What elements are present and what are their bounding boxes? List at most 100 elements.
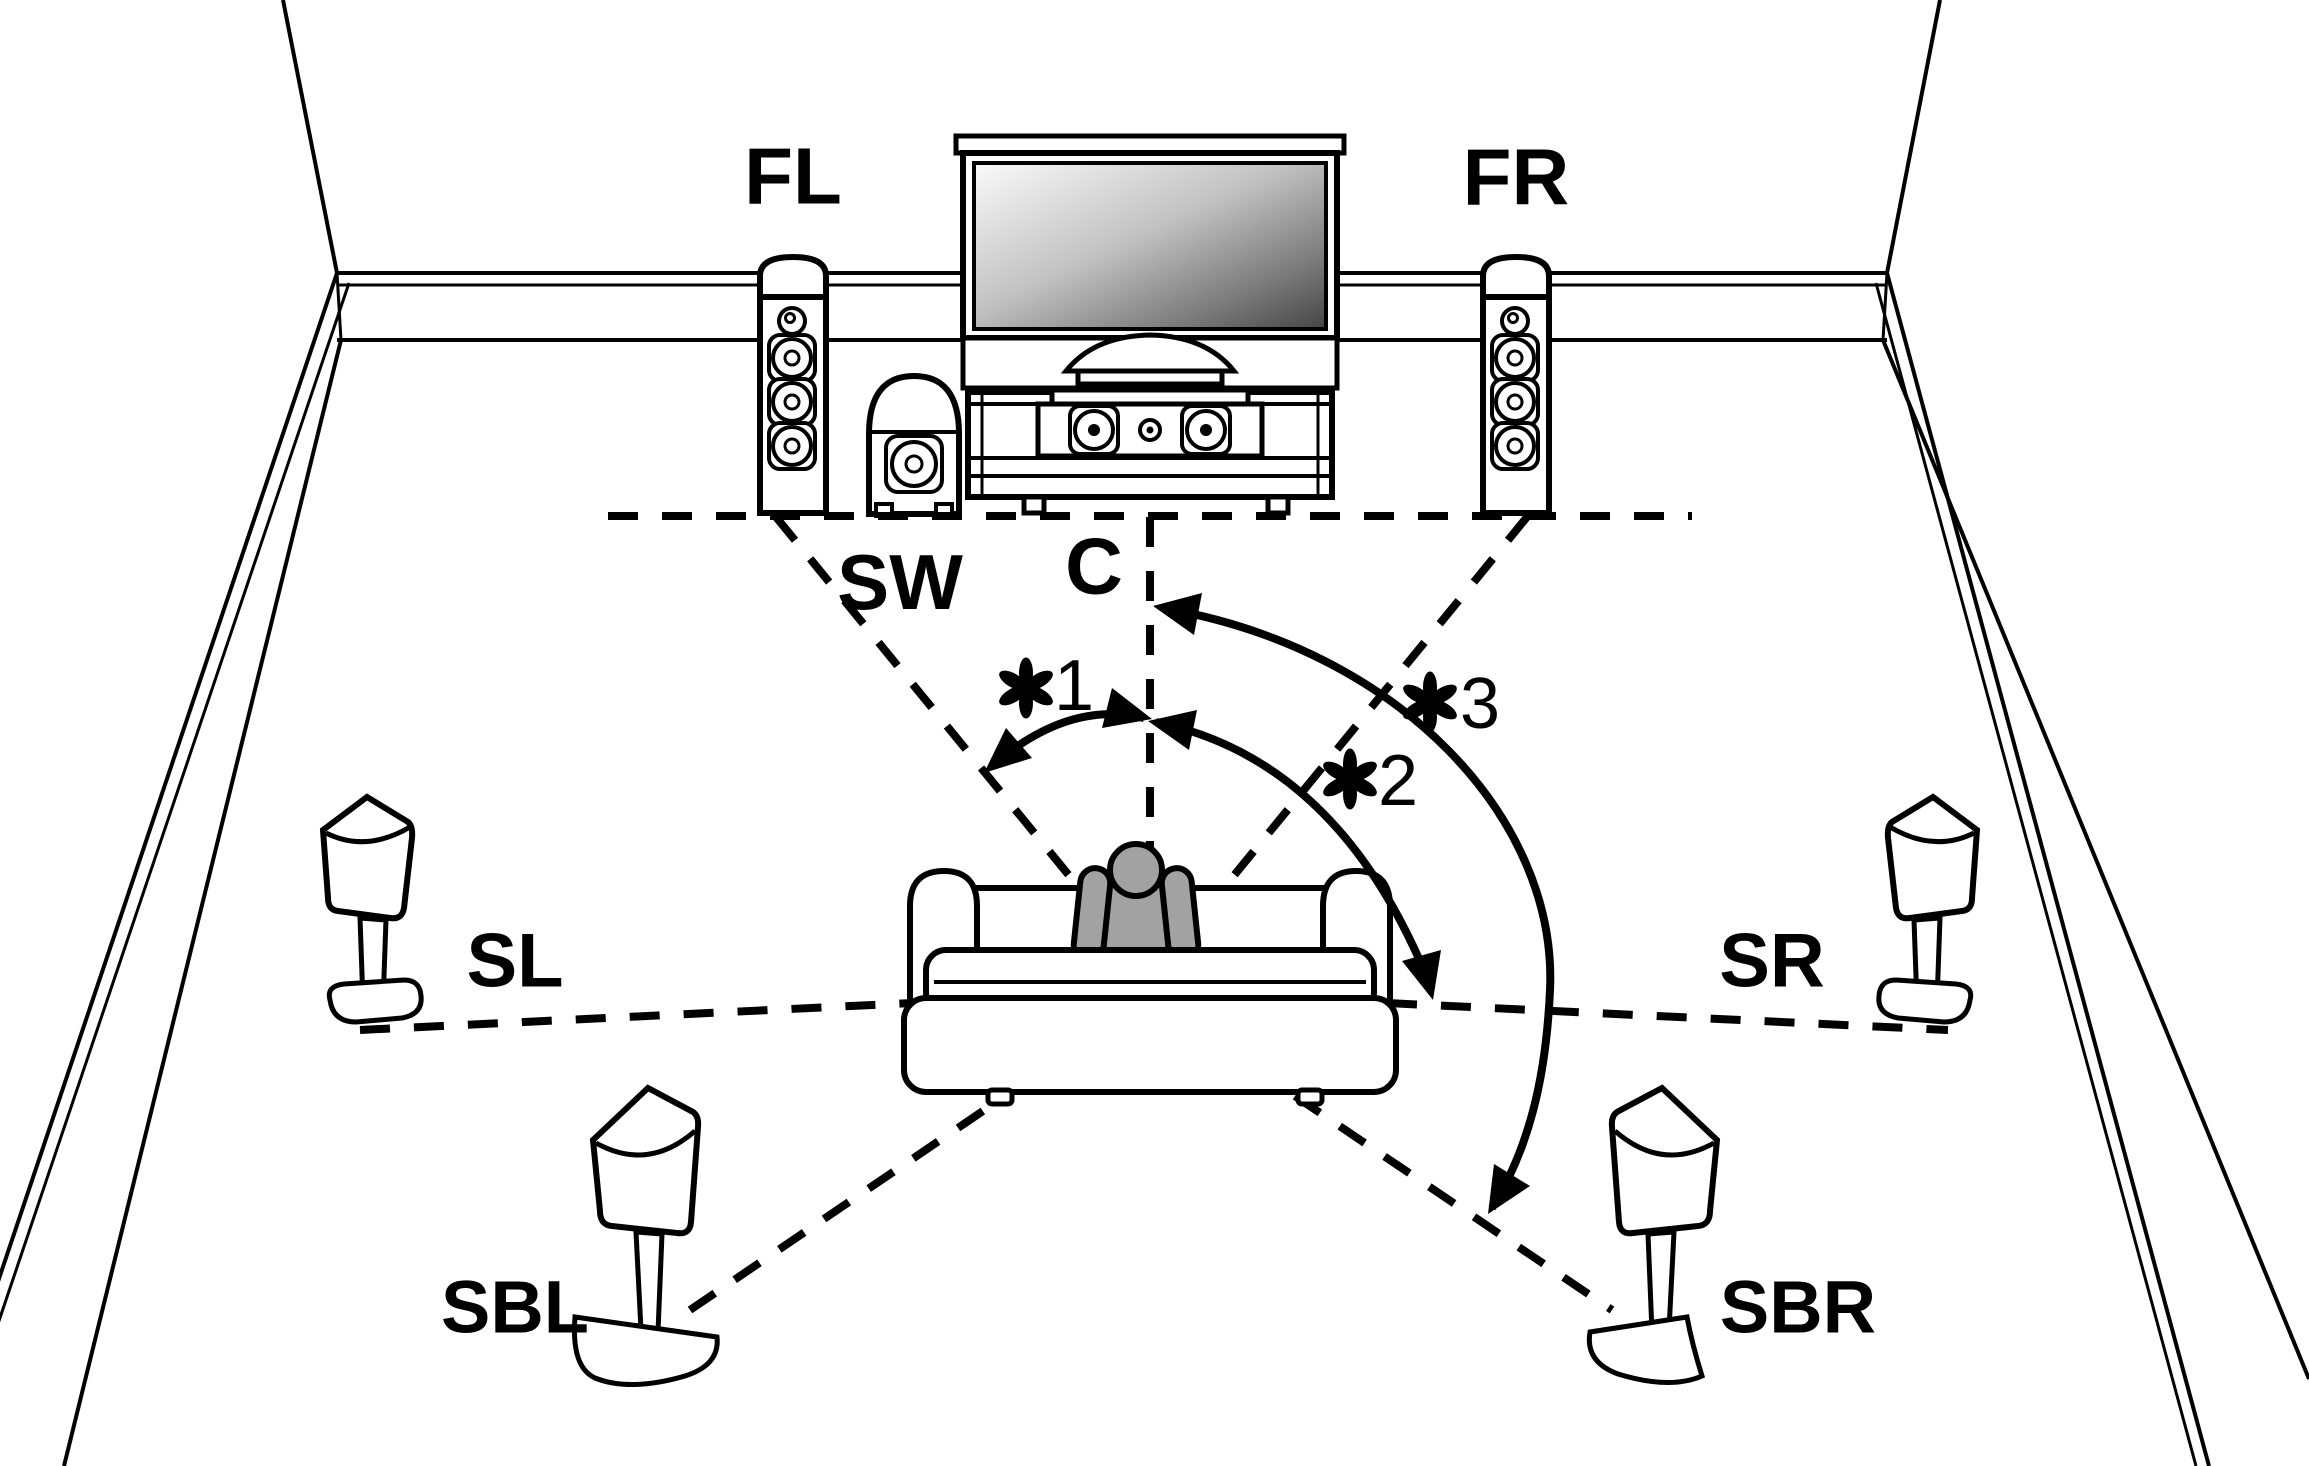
angle3-marker: 3 <box>1403 664 1500 744</box>
tv-pedestal-plate <box>1075 368 1225 387</box>
asterisk-icon <box>1403 671 1457 733</box>
angle1-arrowhead-left <box>984 728 1032 773</box>
tv-screen <box>972 161 1328 331</box>
surround-right-speaker <box>1876 793 1981 1025</box>
fl-sight-dashed-line <box>772 514 1089 898</box>
label-center: C <box>1065 522 1123 611</box>
label-surround-back-right: SBR <box>1720 1266 1876 1349</box>
sbl-head <box>589 1084 702 1237</box>
fl-woofer2-cap <box>783 393 801 411</box>
center-woofer-left-ring <box>1073 409 1115 451</box>
angle3-arc <box>1161 604 1555 1211</box>
sl-head-top-edge <box>324 824 412 845</box>
fr-cap <box>1480 253 1552 300</box>
sw-woofer-frame <box>884 434 944 494</box>
label-surround-left: SL <box>466 919 563 1004</box>
sl-head <box>319 793 416 922</box>
angle-arcs <box>984 593 1555 1214</box>
label-surround-right: SR <box>1719 919 1825 1004</box>
sr-head <box>1884 793 1981 922</box>
label-front-right: FR <box>1463 133 1570 222</box>
angle2-marker: 2 <box>1323 741 1418 821</box>
surround-left-speaker <box>319 793 424 1025</box>
angle1-arrowhead-right <box>1102 688 1152 728</box>
sr-sight-dashed-line <box>1386 999 1949 1034</box>
sbr-stand-leg <box>1645 1229 1677 1335</box>
front-right-speaker <box>1480 253 1552 516</box>
center-tweeter <box>1138 418 1162 442</box>
sbr-sight-dashed-line <box>1292 1092 1615 1314</box>
sr-stand-base <box>1876 977 1974 1025</box>
sofa-base <box>901 995 1399 1095</box>
labels: FL FR SW C SL SR SBL SBR 1 <box>441 132 1876 1349</box>
angle2-arc <box>1155 718 1434 987</box>
center-woofer-right-cap <box>1200 424 1212 436</box>
person <box>1070 841 1202 963</box>
fl-woofer3-ring <box>771 425 813 467</box>
asterisk-petal <box>1323 761 1351 782</box>
rack-foot-left <box>1021 494 1047 516</box>
fr-tweeter-dot <box>1507 312 1519 324</box>
sl-sight-dashed-line <box>359 999 914 1034</box>
fr-woofer3-cap <box>1506 437 1524 455</box>
asterisk-petal <box>1025 670 1053 691</box>
sofa <box>901 841 1399 1107</box>
asterisk-petal <box>999 670 1027 691</box>
front-left-speaker <box>757 253 829 516</box>
tv-assembly <box>953 133 1347 516</box>
label-front-left: FL <box>744 132 842 221</box>
fr-sight-dashed-line <box>1214 514 1531 898</box>
sbr-head <box>1608 1084 1721 1237</box>
center-woofer-left-cap <box>1088 424 1100 436</box>
right-wall-baseboard-top-line <box>1885 272 2211 1466</box>
person-head <box>1107 841 1165 899</box>
fr-woofer3-frame <box>1490 421 1540 471</box>
sbr-head-top-edge <box>1613 1129 1716 1158</box>
surround-back-right-speaker <box>1586 1084 1721 1385</box>
right-corner-edge <box>1881 272 1889 341</box>
asterisk-petal <box>1025 685 1053 706</box>
label-surround-back-left: SBL <box>441 1266 589 1349</box>
right-wall-floor-line <box>1881 339 2309 1380</box>
sbl-head-top-edge <box>594 1129 697 1158</box>
left-wall-baseboard-inner-line <box>0 282 351 1323</box>
asterisk-petal <box>1403 699 1431 720</box>
fl-woofer3-frame <box>767 421 817 471</box>
fl-woofer1-cap <box>783 349 801 367</box>
sl-stand-base <box>326 977 424 1025</box>
center-woofer-right-ring <box>1185 409 1227 451</box>
center-tweeter-dot <box>1146 426 1154 434</box>
fr-woofer3-ring <box>1494 425 1536 467</box>
asterisk-petal <box>1429 684 1457 705</box>
tv-pedestal-dome <box>1060 332 1240 374</box>
sofa-foot-right <box>1295 1087 1325 1107</box>
fr-woofer1-cap <box>1506 349 1524 367</box>
right-wall-baseboard-inner-line <box>1874 282 2198 1466</box>
sofa-foot-left <box>985 1087 1015 1107</box>
ceiling-corner-left-line <box>281 0 339 274</box>
angle2-arrowhead-top <box>1148 710 1197 750</box>
fl-woofer2-frame <box>767 377 817 427</box>
fl-woofer3-cap <box>783 437 801 455</box>
rack-foot-right <box>1265 494 1291 516</box>
sw-woofer-ring <box>890 440 938 488</box>
angle1-marker: 1 <box>999 646 1094 726</box>
asterisk-icon <box>1323 748 1377 810</box>
asterisk-petal <box>1349 776 1377 797</box>
angle3-arrowhead-bottom <box>1488 1164 1530 1214</box>
center-speaker <box>1035 387 1265 459</box>
fl-woofer1-frame <box>767 333 817 383</box>
fl-cap <box>757 253 829 300</box>
asterisk-petal <box>1349 761 1377 782</box>
sbl-stand-base <box>571 1314 720 1387</box>
angle2-number: 2 <box>1378 741 1418 821</box>
fr-woofer1-frame <box>1490 333 1540 383</box>
guide-lines <box>359 512 1949 1314</box>
asterisk-icon <box>999 657 1053 719</box>
subwoofer <box>866 372 962 518</box>
sr-head-top-edge <box>1888 824 1976 845</box>
asterisk-petal <box>1429 699 1457 720</box>
sbl-sight-dashed-line <box>687 1092 1008 1314</box>
